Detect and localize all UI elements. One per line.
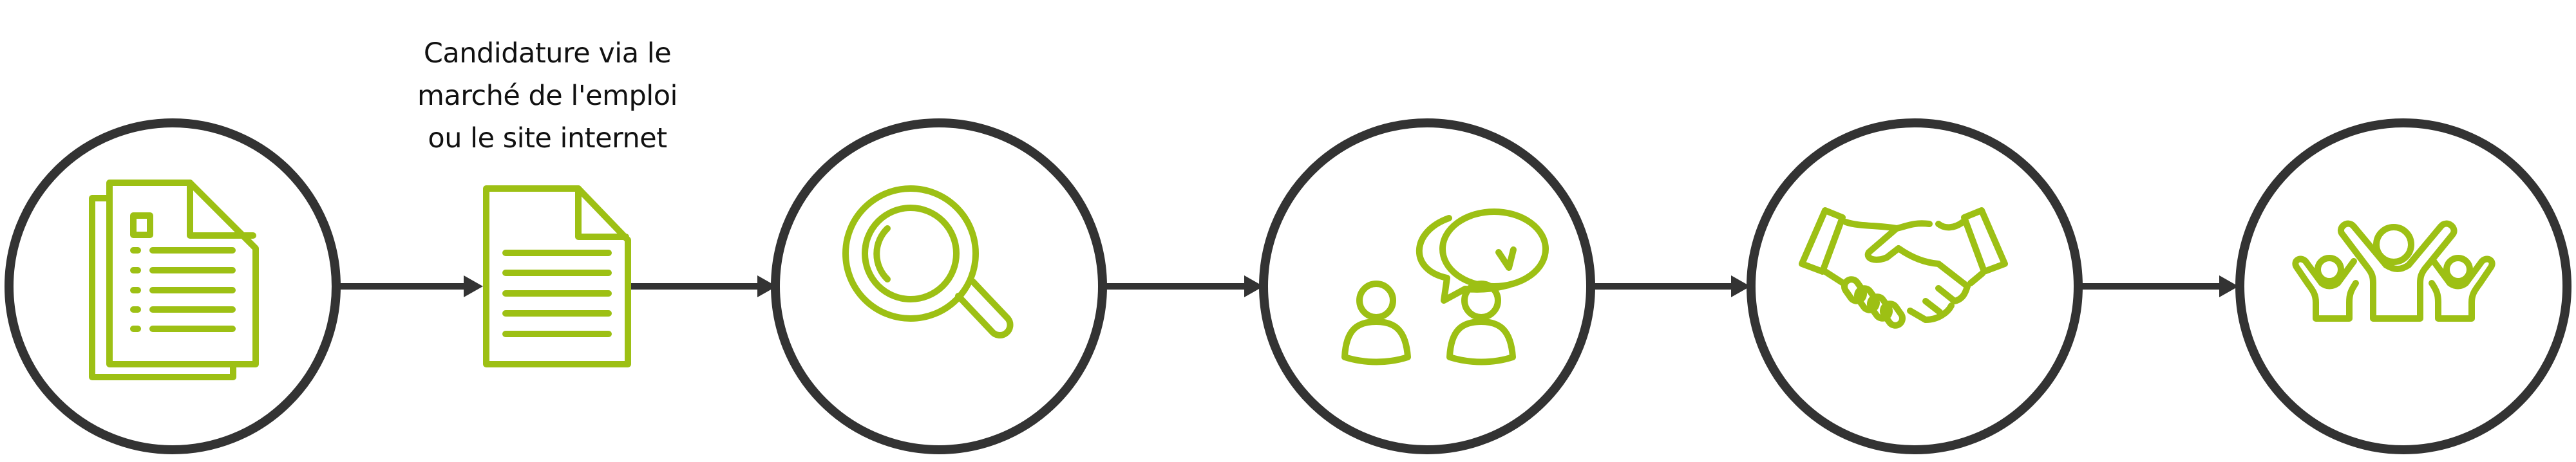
label-line-1: Candidature via le — [423, 37, 672, 69]
arrow-2-to-3 — [629, 275, 777, 297]
arrow-1-to-2 — [338, 275, 483, 297]
arrow-5-to-6 — [2079, 275, 2239, 297]
step-circle — [1259, 118, 1595, 454]
conversation-icon — [1341, 208, 1549, 365]
arrow-3-to-4 — [1103, 275, 1264, 297]
label-line-3: ou le site internet — [428, 122, 667, 154]
step-circle — [1747, 118, 2083, 454]
label-line-2: marché de l'emploi — [417, 80, 678, 112]
step-agreement — [1747, 118, 2083, 454]
document-icon — [483, 185, 631, 367]
step-circle — [2235, 118, 2571, 454]
celebration-icon — [2292, 220, 2496, 322]
step-screening — [771, 118, 1107, 454]
step-onboarding — [2235, 118, 2571, 454]
step-interview — [1259, 118, 1595, 454]
document-stack-icon — [89, 180, 259, 380]
arrow-4-to-5 — [1591, 275, 1750, 297]
step-job-posting — [5, 118, 341, 454]
handshake-icon — [1799, 207, 2008, 329]
application-channel-label: Candidature via le marché de l'emploi ou… — [386, 32, 708, 160]
magnifier-icon — [842, 185, 1014, 338]
step-application — [483, 185, 631, 367]
